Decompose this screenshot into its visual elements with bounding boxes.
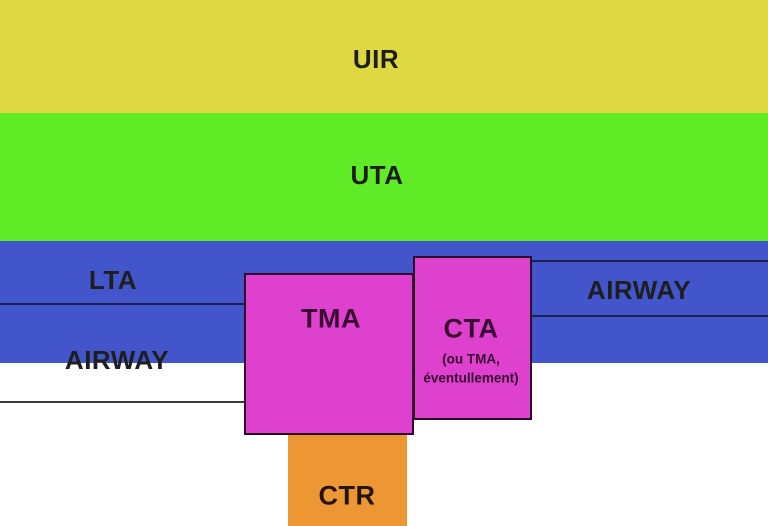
cta-box [413,256,532,420]
airway-right-label: AIRWAY [586,275,692,305]
cta-label: CTA [443,313,499,344]
tma-label: TMA [301,303,361,334]
airway-right-top-line [531,260,768,262]
ctr-label: CTR [318,480,376,511]
tma-box [244,273,414,435]
airway-right-bottom-line [531,315,768,317]
lta-label: LTA [88,265,138,295]
airway-left-label: AIRWAY [64,345,170,375]
uir-label: UIR [352,44,400,74]
lta-airway-divider-line [0,303,244,305]
left-floor-line [0,401,244,403]
uta-band [0,113,768,241]
uir-band [0,0,768,113]
cta-subtext-line1: (ou TMA, [442,351,500,367]
cta-subtext-line2: éventullement) [423,370,519,386]
ctr-box [288,435,407,526]
uta-label: UTA [350,160,404,190]
